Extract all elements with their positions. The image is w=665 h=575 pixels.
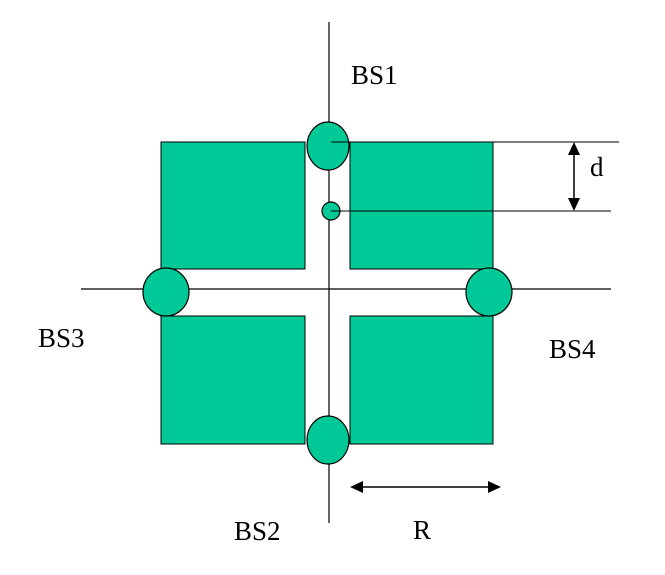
base-station-bs3 <box>142 267 190 317</box>
base-station-bs4 <box>465 267 513 317</box>
base-station-bs2 <box>306 415 350 465</box>
label-bs2: BS2 <box>234 516 281 546</box>
block-bottom-left <box>160 315 306 445</box>
block-top-left <box>160 141 306 270</box>
block-top-right <box>349 141 494 270</box>
block-bottom-right <box>349 315 494 445</box>
label-bs1: BS1 <box>351 60 398 90</box>
label-bs4: BS4 <box>549 334 596 364</box>
label-r: R <box>413 515 431 545</box>
base-station-bs1 <box>306 121 350 171</box>
d-dimension-arrow <box>568 142 580 211</box>
label-d: d <box>590 152 604 182</box>
r-dimension-arrow <box>350 481 501 493</box>
label-bs3: BS3 <box>38 323 85 353</box>
